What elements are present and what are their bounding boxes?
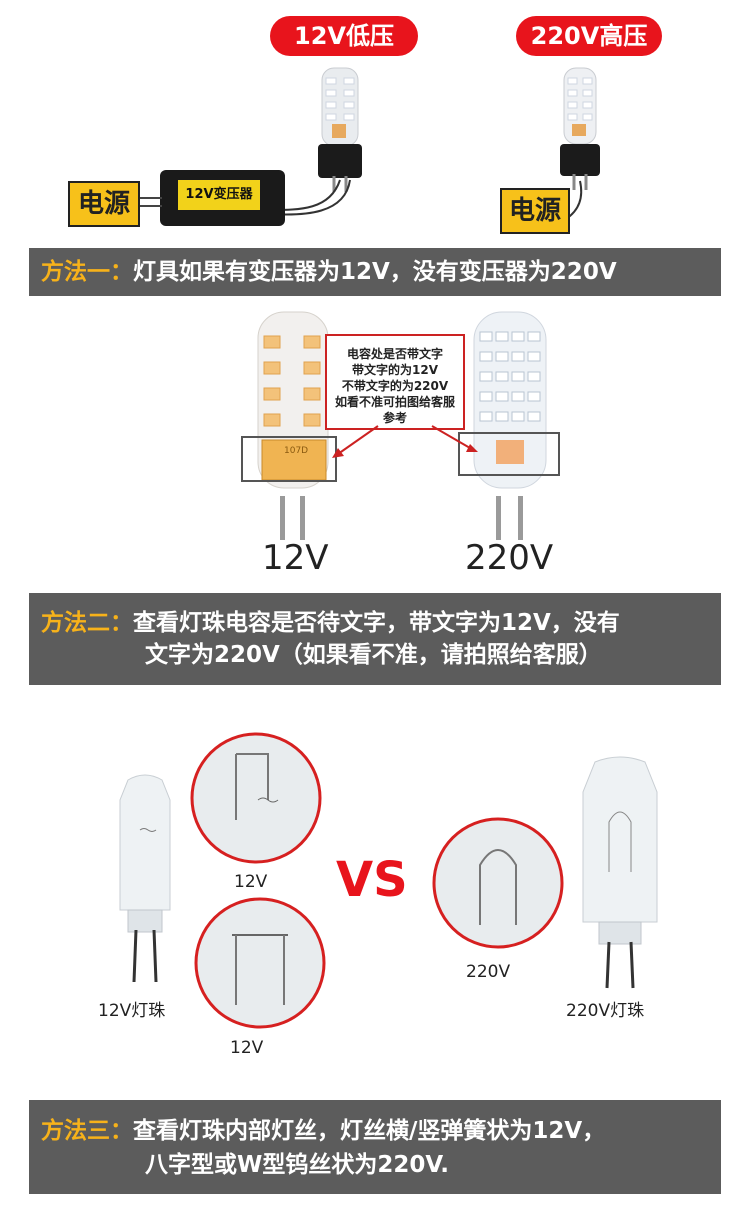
led-bulb-220v-closeup: [473, 311, 547, 540]
pill-220v-high: 220V高压: [516, 16, 662, 56]
filament-circle-bottom: [194, 897, 326, 1029]
highlight-box-left: [241, 436, 337, 482]
method-three-label: 方法三：: [41, 1118, 133, 1144]
plug-prongs-left: [140, 197, 162, 207]
caption-12v: 12V: [262, 538, 329, 578]
circle-top-caption: 12V: [234, 872, 268, 892]
note-line-4: 如看不准可拍图给客服参考: [334, 395, 455, 425]
method-three-line2: 八字型或W型钨丝状为220V.: [145, 1152, 449, 1178]
power-label-left: 电源: [68, 181, 140, 227]
circle-bottom-caption: 12V: [230, 1038, 264, 1058]
led-bulb-12v-closeup: [257, 311, 329, 540]
halogen-bulb-12v: [119, 774, 171, 983]
led-bulb-220v-image: [560, 67, 600, 190]
method-two-line2: 文字为220V（如果看不准，请拍照给客服）: [145, 642, 602, 668]
vs-label: VS: [336, 852, 408, 908]
bulb-left-caption: 12V灯珠: [98, 1001, 166, 1021]
method-two-band: 方法二：查看灯珠电容是否待文字，带文字为12V，没有 文字为220V（如果看不准…: [29, 593, 721, 685]
method-one-text: 灯具如果有变压器为12V，没有变压器为220V: [133, 259, 617, 285]
capacitor-note: 电容处是否带文字 带文字的为12V 不带文字的为220V 如看不准可拍图给客服参…: [325, 334, 465, 430]
method-one-band: 方法一：灯具如果有变压器为12V，没有变压器为220V: [29, 248, 721, 296]
note-line-2: 带文字的为12V: [352, 363, 438, 377]
filament-circle-right: [432, 817, 564, 949]
method-two-label: 方法二：: [41, 610, 133, 636]
chip-text: 107D: [284, 446, 309, 456]
circle-right-caption: 220V: [466, 962, 511, 982]
method-one-label: 方法一：: [41, 259, 133, 285]
note-line-1: 电容处是否带文字: [346, 347, 443, 361]
note-line-3: 不带文字的为220V: [341, 379, 449, 393]
filament-circle-top: [190, 732, 322, 864]
caption-220v: 220V: [465, 538, 554, 578]
halogen-bulb-220v: [582, 756, 658, 989]
bulb-right-caption: 220V灯珠: [566, 1001, 645, 1021]
method-three-band: 方法三：查看灯珠内部灯丝，灯丝横/竖弹簧状为12V， 八字型或W型钨丝状为220…: [29, 1100, 721, 1194]
method-three-line1: 查看灯珠内部灯丝，灯丝横/竖弹簧状为12V，: [133, 1118, 606, 1144]
method-two-line1: 查看灯珠电容是否待文字，带文字为12V，没有: [133, 610, 620, 636]
pill-12v-low: 12V低压: [270, 16, 418, 56]
led-bulb-12v-image: [318, 67, 362, 192]
power-label-right: 电源: [500, 188, 570, 234]
note-arrows: [332, 425, 478, 458]
highlight-box-right: [458, 432, 560, 476]
transformer-label: 12V变压器: [178, 180, 260, 210]
